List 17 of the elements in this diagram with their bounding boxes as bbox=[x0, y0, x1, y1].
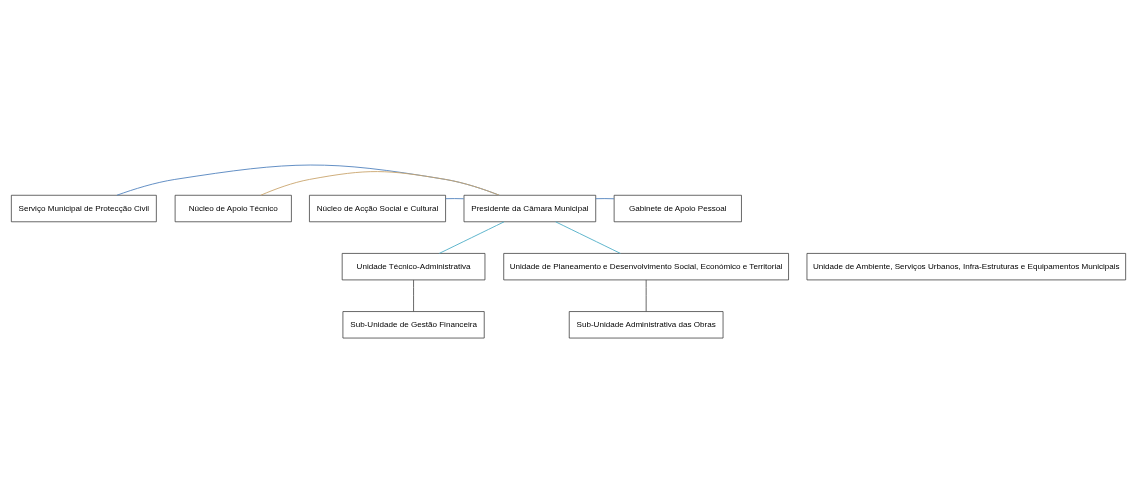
connector bbox=[445, 198, 465, 200]
node-box: Unidade de Ambiente, Serviços Urbanos, Infra-Estruturas e Equipamentos Municipais bbox=[806, 253, 1126, 281]
node-box: Núcleo de Acção Social e Cultural bbox=[309, 194, 446, 223]
node-box: Serviço Municipal de Protecção Civil bbox=[11, 194, 157, 223]
connector bbox=[555, 221, 621, 254]
node-box: Núcleo de Apoio Técnico bbox=[174, 194, 292, 223]
node-box: Sub-Unidade de Gestão Financeira bbox=[342, 311, 485, 339]
node-box: Sub-Unidade Administrativa das Obras bbox=[568, 311, 724, 339]
connector bbox=[595, 198, 615, 200]
node-box: Unidade de Planeamento e Desenvolvimento Social, Económico e Territorial bbox=[503, 253, 789, 281]
connector bbox=[645, 279, 647, 312]
connector bbox=[438, 221, 505, 254]
connector bbox=[260, 171, 500, 196]
node-box: Presidente da Câmara Municipal bbox=[463, 194, 597, 223]
node-box: Unidade Técnico-Administrativa bbox=[341, 253, 486, 281]
node-box: Gabinete de Apoio Pessoal bbox=[613, 194, 742, 223]
connector bbox=[413, 279, 414, 312]
